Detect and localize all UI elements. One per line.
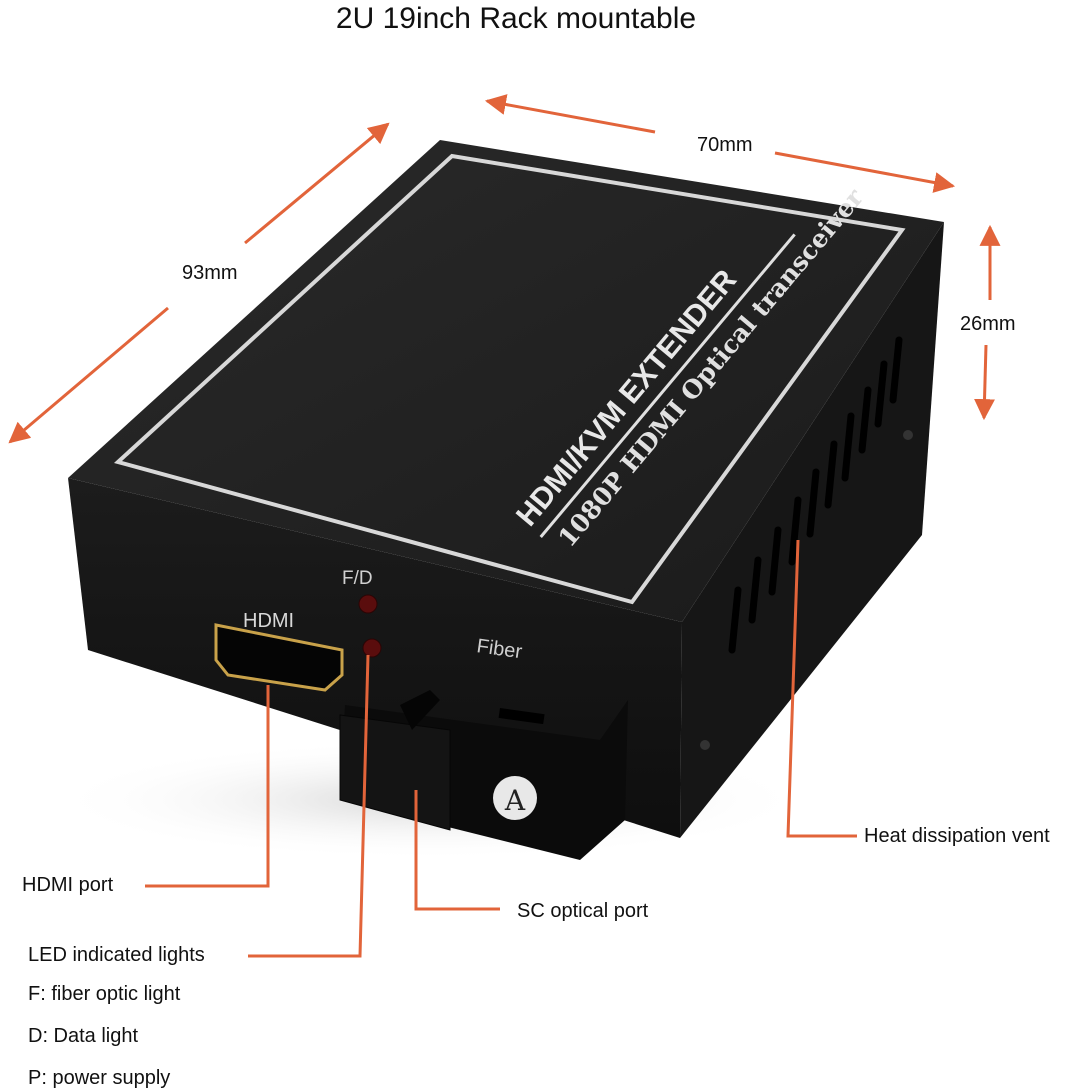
- sc-badge: [493, 776, 537, 820]
- width-arrow-right: [774, 151, 956, 193]
- callout-lines: [145, 539, 857, 958]
- sc-port-callout: SC optical port: [517, 900, 649, 922]
- dimension-arrows: [8, 94, 1001, 444]
- screw: [700, 740, 710, 750]
- led-label: F/D: [342, 568, 373, 589]
- width-label: 70mm: [697, 134, 753, 156]
- text-divider: [539, 233, 796, 538]
- legend-d: D: Data light: [28, 1025, 138, 1047]
- device-top-face: [68, 140, 944, 622]
- vent-callout-line: [786, 539, 857, 838]
- depth-arrow-up: [244, 122, 390, 245]
- top-border-line: [113, 153, 906, 605]
- led-light-d: [362, 638, 382, 658]
- led-light-f: [358, 594, 378, 614]
- hdmi-port-callout: HDMI port: [22, 874, 114, 896]
- height-arrow-down: [974, 344, 996, 421]
- depth-label: 93mm: [182, 262, 238, 284]
- depth-arrow-down: [8, 306, 169, 444]
- legend-f: F: fiber optic light: [28, 983, 181, 1005]
- height-label: 26mm: [960, 313, 1016, 335]
- screw: [903, 430, 913, 440]
- hdmi-port: [214, 623, 344, 692]
- sc-callout-line: [414, 790, 500, 911]
- width-arrow-left: [484, 94, 656, 134]
- led-callout: LED indicated lights: [28, 944, 205, 966]
- hdmi-callout-line: [145, 685, 270, 888]
- led-callout-line: [248, 654, 370, 958]
- heat-vents: [728, 336, 903, 654]
- hdmi-port-label: HDMI: [243, 610, 294, 632]
- sc-optical-port: A: [339, 690, 628, 860]
- page-title: 2U 19inch Rack mountable: [336, 2, 696, 35]
- sc-badge-text: A: [504, 784, 526, 817]
- legend-p: P: power supply: [28, 1067, 170, 1089]
- device: HDMI/KVM EXTENDER 1080P HDMI Optical tra…: [68, 140, 944, 860]
- vent-callout: Heat dissipation vent: [864, 825, 1050, 847]
